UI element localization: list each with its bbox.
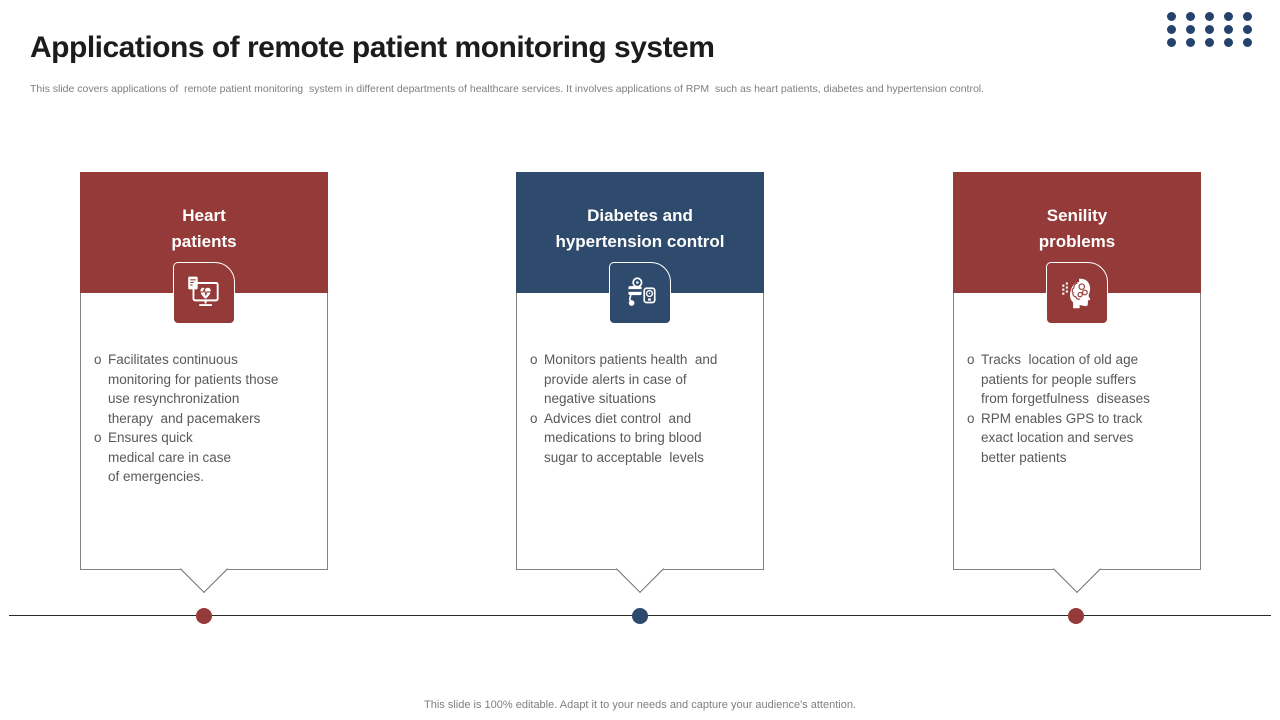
dot-grid-decoration — [1167, 12, 1252, 47]
card-header: Heart patients — [80, 172, 328, 324]
bullet-item: o Advices diet control and medications t… — [527, 409, 753, 468]
card-heart-patients: Heart patients o Facilitates continuous … — [80, 172, 328, 594]
timeline-dot — [196, 608, 212, 624]
heart-monitor-icon — [173, 262, 235, 324]
bullet-marker: o — [967, 410, 975, 426]
bullet-marker: o — [94, 352, 102, 367]
decor-dot — [1167, 38, 1176, 47]
footer-note: This slide is 100% editable. Adapt it to… — [424, 699, 856, 711]
page-subtitle: This slide covers applications of remote… — [30, 83, 985, 95]
decor-dot — [1243, 12, 1252, 21]
bullet-text: Advices diet control and medications to … — [544, 410, 704, 465]
decor-dot — [1243, 25, 1252, 34]
bullet-marker: o — [967, 352, 975, 367]
card-diabetes-hypertension: Diabetes and hypertension control — [516, 172, 764, 594]
bullet-item: o RPM enables GPS to track exact locatio… — [964, 409, 1190, 468]
card-pointer — [615, 544, 665, 594]
decor-dot — [1186, 38, 1195, 47]
bullet-marker: o — [530, 410, 538, 426]
decor-dot — [1167, 25, 1176, 34]
card-header: Diabetes and hypertension control — [516, 172, 764, 324]
bullet-item: o Ensures quick medical care in case of … — [91, 428, 317, 487]
card-header: Senility problems — [953, 172, 1201, 324]
card-title: Heart patients — [171, 206, 237, 251]
bullet-text: Facilitates continuous monitoring for pa… — [108, 352, 279, 426]
page-title: Applications of remote patient monitorin… — [30, 31, 715, 64]
decor-dot — [1243, 38, 1252, 47]
bullet-item: o Facilitates continuous monitoring for … — [91, 350, 317, 428]
decor-dot — [1224, 38, 1233, 47]
decor-dot — [1224, 25, 1233, 34]
card-pointer — [179, 544, 229, 594]
card-title: Senility problems — [1038, 206, 1116, 251]
card-body: o Monitors patients health and provide a… — [516, 293, 764, 594]
bullet-text: Tracks location of old age patients for … — [981, 352, 1150, 406]
bullet-text: Ensures quick medical care in case of em… — [108, 430, 232, 484]
decor-dot — [1186, 25, 1195, 34]
decor-dot — [1167, 12, 1176, 21]
bullet-text: Monitors patients health and provide ale… — [544, 352, 718, 406]
bullet-item: o Tracks location of old age patients fo… — [964, 350, 1190, 409]
bullet-marker: o — [530, 352, 538, 367]
bullet-item: o Monitors patients health and provide a… — [527, 350, 753, 409]
decor-dot — [1224, 12, 1233, 21]
timeline-dot — [632, 608, 648, 624]
timeline-dot — [1068, 608, 1084, 624]
card-senility-problems: Senility problems o Tracks location of o… — [953, 172, 1201, 594]
decor-dot — [1205, 12, 1214, 21]
bullet-marker: o — [94, 430, 102, 445]
decor-dot — [1186, 12, 1195, 21]
decor-dot — [1205, 38, 1214, 47]
blood-pressure-glucose-icon — [609, 262, 671, 324]
bullet-text: RPM enables GPS to track exact location … — [981, 410, 1143, 465]
decor-dot — [1205, 25, 1214, 34]
card-pointer — [1052, 544, 1102, 594]
memory-loss-head-icon — [1046, 262, 1108, 324]
card-body: o Tracks location of old age patients fo… — [953, 293, 1201, 594]
card-title: Diabetes and hypertension control — [555, 206, 725, 251]
card-body: o Facilitates continuous monitoring for … — [80, 293, 328, 594]
